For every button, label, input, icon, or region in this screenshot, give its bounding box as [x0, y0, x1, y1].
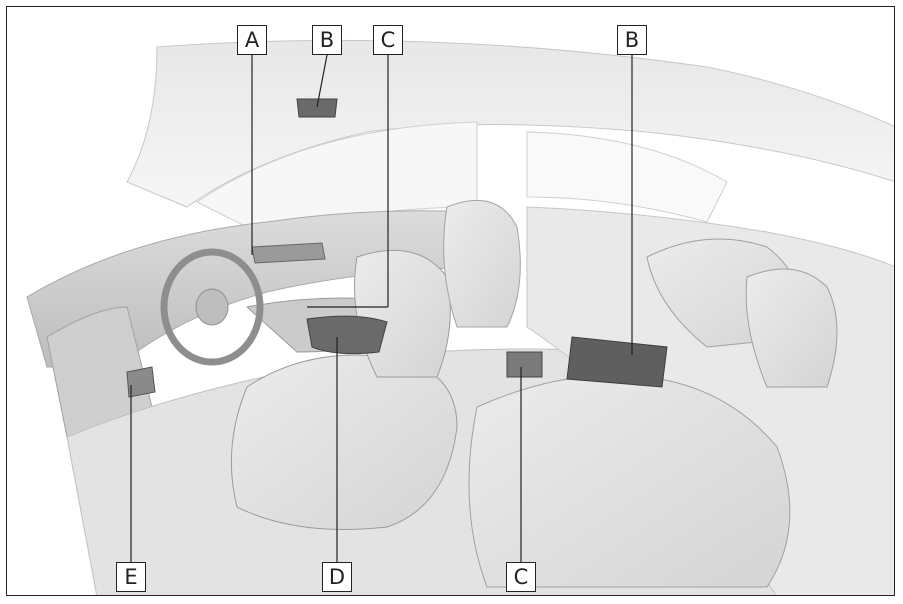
- vehicle-interior-illustration: [26, 39, 894, 595]
- callout-c-bottom-label: C: [513, 564, 529, 589]
- callout-d-bottom: D: [322, 562, 352, 592]
- leader-lines: [130, 54, 633, 562]
- callout-b-right: B: [617, 25, 647, 55]
- callout-c-bottom: C: [506, 562, 536, 592]
- callout-a-top: A: [237, 25, 267, 55]
- callout-b-right-label: B: [624, 27, 640, 52]
- callout-b-label: B: [319, 27, 335, 52]
- callout-d-label: D: [328, 564, 346, 589]
- callout-c-top: C: [373, 25, 403, 55]
- callout-b-top: B: [312, 25, 342, 55]
- callout-e-bottom: E: [116, 562, 146, 592]
- leader-line-b-top: [316, 54, 328, 108]
- callout-a-label: A: [244, 27, 260, 52]
- callout-c-label: C: [380, 27, 396, 52]
- cabin-shell: [26, 39, 894, 595]
- diagram-frame: A B C B E D C: [6, 6, 895, 596]
- callout-e-label: E: [124, 564, 138, 589]
